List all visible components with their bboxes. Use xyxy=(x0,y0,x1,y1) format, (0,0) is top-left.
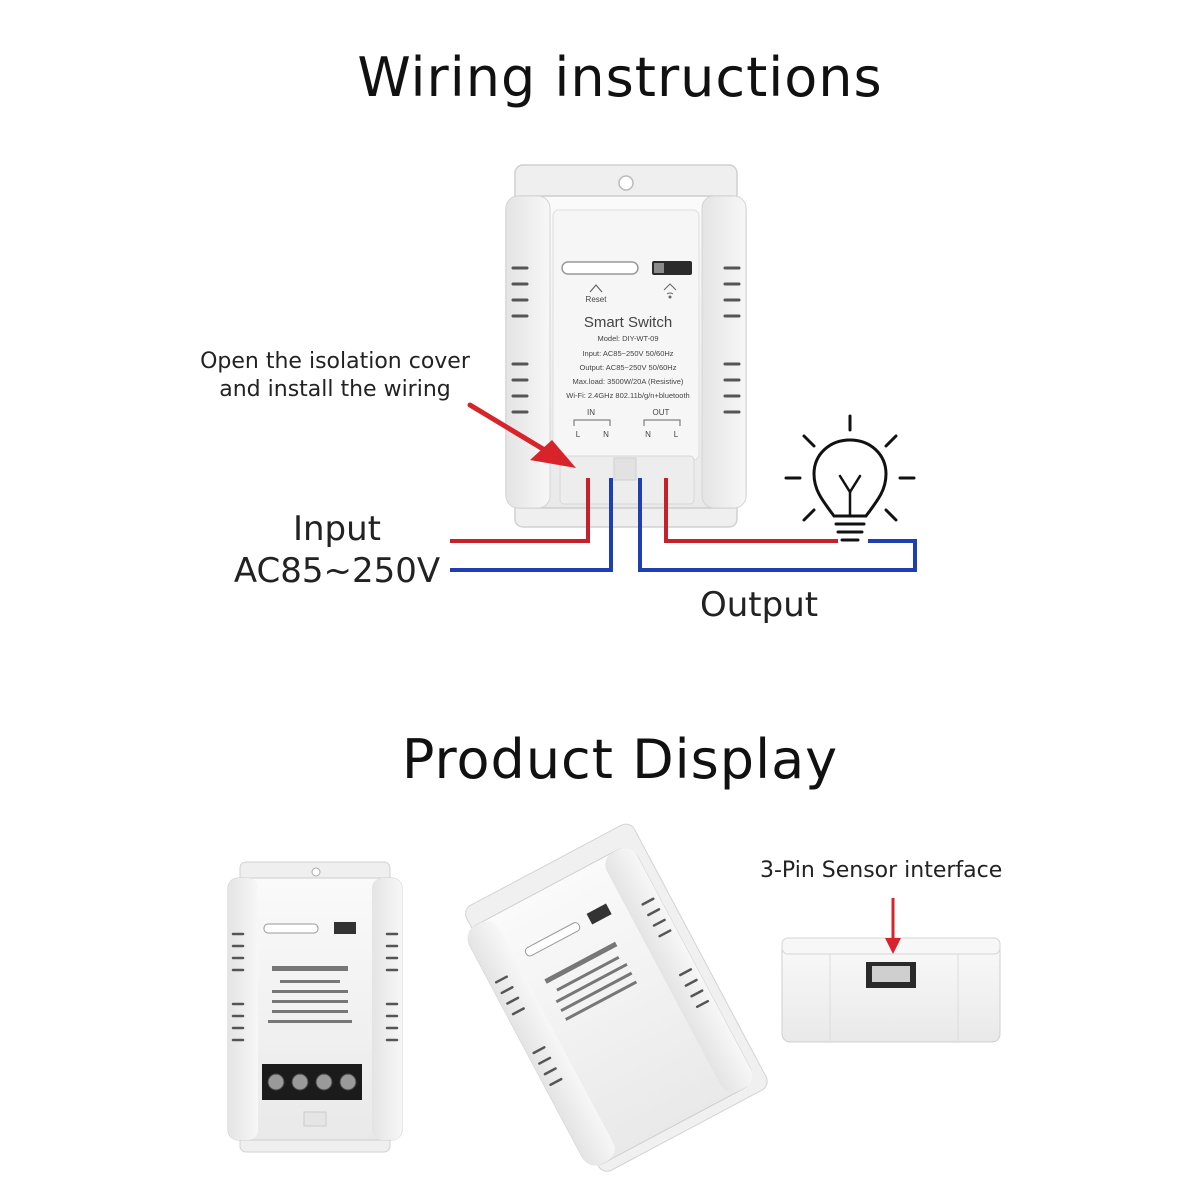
product-display-title: Product Display xyxy=(401,728,839,791)
spec-max-load: Max.load: 3500W/20A (Resistive) xyxy=(573,377,684,386)
sensor-arrow-icon xyxy=(885,898,901,954)
output-live-wire xyxy=(664,478,838,543)
device-name: Smart Switch xyxy=(584,314,672,331)
spec-wifi: Wi-Fi: 2.4GHz 802.11b/g/n+bluetooth xyxy=(566,391,689,400)
in-label: IN xyxy=(587,408,595,417)
product-front-view xyxy=(227,861,403,1153)
light-bulb-icon xyxy=(784,414,916,542)
out-label: OUT xyxy=(653,408,670,417)
cover-note-line1: Open the isolation cover xyxy=(200,349,470,374)
input-label-line1: Input xyxy=(292,509,382,549)
out-l-label: L xyxy=(674,430,679,439)
wiring-instructions-title: Wiring instructions xyxy=(357,46,883,109)
spec-input: Input: AC85~250V 50/60Hz xyxy=(582,349,673,358)
wifi-icon xyxy=(663,283,677,299)
product-side-view xyxy=(781,898,1001,1043)
in-n-label: N xyxy=(603,430,609,439)
input-label-line2: AC85~250V xyxy=(233,551,441,591)
reset-arrow-icon xyxy=(589,284,603,293)
output-label: Output xyxy=(700,585,819,625)
output-neutral-wire xyxy=(638,478,917,572)
sensor-interface-label: 3-Pin Sensor interface xyxy=(760,858,1003,883)
input-neutral-wire xyxy=(450,478,613,572)
wires xyxy=(450,478,917,572)
smart-switch-device: Reset Smart Switch Model: DIY-WT-09 Inpu… xyxy=(505,164,747,528)
isolation-cover-note: Open the isolation cover and install the… xyxy=(180,348,490,404)
device-model: Model: DIY-WT-09 xyxy=(598,334,659,343)
input-label: Input AC85~250V xyxy=(232,508,442,592)
cover-note-line2: and install the wiring xyxy=(219,377,451,402)
out-n-label: N xyxy=(645,430,651,439)
product-angled-view xyxy=(465,823,768,1172)
spec-output: Output: AC85~250V 50/60Hz xyxy=(580,363,677,372)
install-arrow-icon xyxy=(467,402,576,468)
reset-label: Reset xyxy=(586,295,608,304)
input-live-wire xyxy=(450,478,590,543)
in-l-label: L xyxy=(576,430,581,439)
